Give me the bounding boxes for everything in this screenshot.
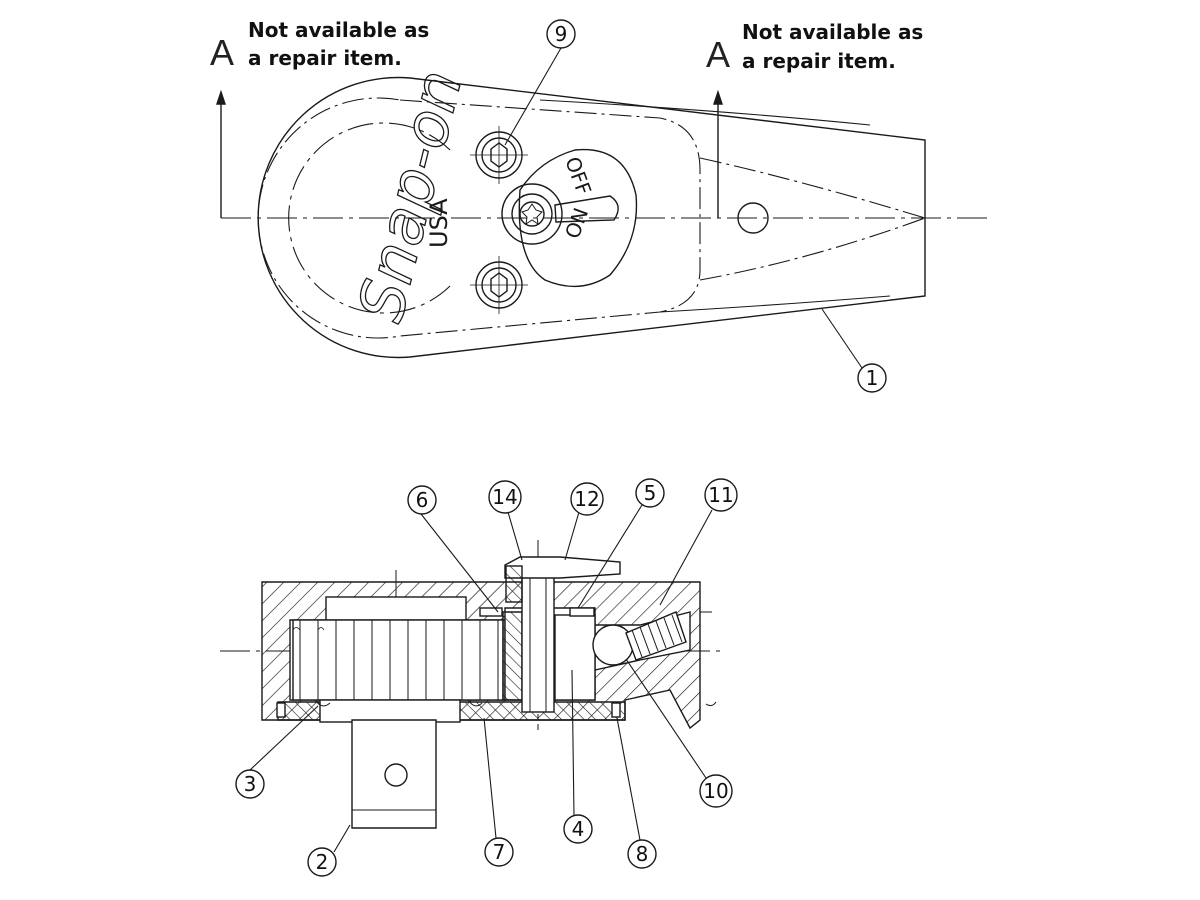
handle-edge-lower: [659, 295, 891, 313]
handle-taper-lower: [699, 217, 926, 281]
handle-taper-upper: [699, 157, 926, 219]
svg-text:4: 4: [572, 817, 585, 841]
section-a-left: A: [210, 32, 235, 73]
section-a-right: A: [706, 34, 731, 75]
drive-square: [351, 719, 437, 829]
pawl: [502, 611, 523, 701]
svg-text:9: 9: [555, 22, 568, 46]
callout-10: 11: [704, 478, 738, 512]
callout-14: 14: [488, 480, 522, 514]
callout-9: 9: [546, 19, 576, 49]
detent-spring: [625, 611, 687, 661]
seal-left: [276, 702, 286, 718]
callout-1: 1: [857, 363, 887, 393]
switch-off-label: OFF: [560, 154, 596, 199]
callout-7: 7: [484, 837, 514, 867]
svg-text:10: 10: [703, 779, 728, 803]
gear: [292, 619, 504, 701]
seal-right: [611, 702, 621, 718]
screw-upper: [470, 126, 528, 184]
note-right-line2: a repair item.: [742, 49, 896, 73]
note-right-line1: Not available as: [742, 20, 924, 44]
svg-text:3: 3: [244, 772, 257, 796]
detent-block: [554, 614, 596, 701]
svg-text:7: 7: [493, 840, 506, 864]
drive-arc: [288, 122, 451, 314]
switch-knob-mid: [511, 193, 553, 235]
handle-hole: [737, 202, 769, 234]
svg-text:14: 14: [492, 485, 517, 509]
note-left-line1: Not available as: [248, 18, 430, 42]
svg-text:11: 11: [708, 483, 733, 507]
callout-12: 12: [570, 482, 604, 516]
inner-cover-outline: [257, 97, 701, 339]
callout-5: 5: [635, 478, 665, 508]
svg-text:2: 2: [316, 850, 329, 874]
gear-top-cap: [325, 596, 467, 621]
svg-text:1: 1: [866, 366, 879, 390]
svg-text:6: 6: [416, 488, 429, 512]
handle-edge-upper: [539, 99, 871, 126]
switch-on-label: ON: [560, 205, 593, 242]
svg-text:8: 8: [636, 842, 649, 866]
callout-2: 2: [307, 847, 337, 877]
switch-lever: [554, 195, 619, 223]
callout-3: 3: [235, 769, 265, 799]
top-view: [216, 76, 990, 359]
callout-4: 4: [563, 814, 593, 844]
callout-11: 10: [699, 774, 733, 808]
callout-6: 6: [407, 485, 437, 515]
lever-shaft: [521, 574, 555, 713]
svg-text:5: 5: [644, 481, 657, 505]
leader-lines: [249, 47, 863, 853]
switch-knob-outer: [501, 183, 563, 245]
svg-text:12: 12: [574, 487, 599, 511]
detent-ball: [592, 624, 634, 666]
screw-lower: [470, 256, 528, 314]
switch-plate: [518, 148, 638, 288]
callout-8: 8: [627, 839, 657, 869]
switch-knob-inner: [519, 201, 545, 227]
drive-ball-hole: [384, 763, 408, 787]
brand-logo-text: Snap-on: [344, 63, 477, 329]
head-markings: Snap-on USA ON OFF: [343, 62, 596, 329]
note-left-line2: a repair item.: [248, 46, 402, 70]
country-text: USA: [425, 198, 453, 248]
section-view: [220, 540, 720, 829]
callouts: 9 1 6 14 12 5 11 3 2 7 4 8 10: [235, 19, 887, 877]
